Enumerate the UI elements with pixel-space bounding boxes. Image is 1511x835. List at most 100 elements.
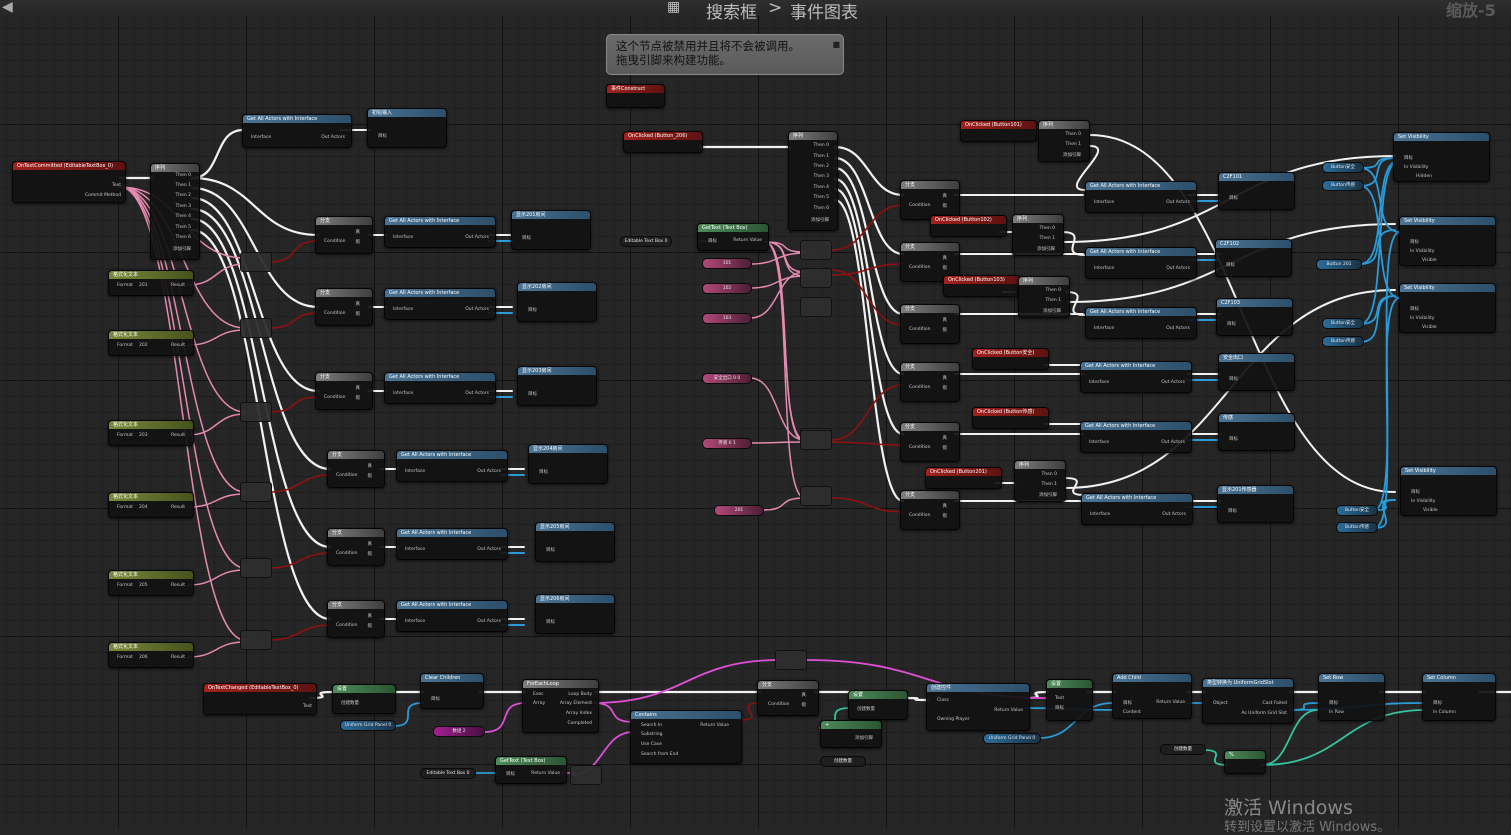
object-wire[interactable]: [1359, 159, 1401, 265]
reroute-node[interactable]: [800, 268, 832, 288]
bool-wire[interactable]: [831, 384, 904, 441]
node-pin[interactable]: Out Actors: [1162, 512, 1186, 517]
string-literal-102[interactable]: 102: [702, 283, 752, 294]
node-pin[interactable]: 目标: [708, 239, 717, 244]
exec-wire[interactable]: [190, 128, 245, 180]
node-pin[interactable]: In Column: [1433, 710, 1456, 715]
node-pin[interactable]: Then 1: [175, 183, 191, 188]
node-pin[interactable]: Loop Body: [568, 692, 592, 697]
reroute-node[interactable]: [240, 482, 272, 502]
node-pin[interactable]: Format: [117, 433, 133, 438]
node-pin[interactable]: Then 5: [813, 195, 829, 200]
node-pin[interactable]: 真: [942, 376, 948, 381]
uniform-grid-panel-variable[interactable]: Uniform Grid Panel 0: [340, 720, 396, 731]
node-pin[interactable]: 真: [942, 436, 948, 441]
node-pin[interactable]: 真: [801, 693, 807, 698]
node-pin[interactable]: Content: [1123, 710, 1141, 715]
node-pin[interactable]: 假: [355, 396, 361, 401]
set-variable-node[interactable]: 设置创建数量: [848, 690, 908, 720]
node-pin[interactable]: Return Value: [733, 238, 762, 243]
node-pin[interactable]: In Visibility: [1411, 499, 1436, 504]
node-pin[interactable]: Then 1: [1065, 142, 1081, 147]
button-safe-variable[interactable]: Button安全: [1336, 505, 1378, 516]
node-pin[interactable]: 201: [139, 283, 148, 288]
node-pin[interactable]: Out Actors: [465, 391, 489, 396]
node-pin[interactable]: 添加引脚: [855, 736, 873, 741]
node-pin[interactable]: Interface: [1089, 380, 1110, 385]
node-pin[interactable]: Then 4: [813, 185, 829, 190]
node-pin[interactable]: 添加引脚: [1037, 247, 1055, 252]
node-pin[interactable]: 添加引脚: [1039, 493, 1057, 498]
node-pin[interactable]: Then 0: [813, 143, 829, 148]
reroute-node[interactable]: [800, 430, 832, 450]
node-pin[interactable]: Completed: [567, 721, 592, 726]
node-pin[interactable]: Owning Player: [937, 717, 970, 722]
node-pin[interactable]: 真: [367, 542, 373, 547]
node-pin[interactable]: Out Actors: [477, 619, 501, 624]
bool-wire[interactable]: [269, 312, 319, 329]
node-pin[interactable]: 目标: [1411, 490, 1420, 495]
interface-call-node[interactable]: 传感目标: [1218, 413, 1295, 451]
exec-wire[interactable]: [1076, 145, 1099, 191]
uniform-grid-panel-variable[interactable]: Uniform Grid Panel 0: [983, 733, 1041, 744]
interface-call-node[interactable]: 显示204房间目标: [528, 444, 608, 484]
reroute-node[interactable]: [240, 558, 272, 578]
editable-text-box-variable[interactable]: Editable Text Box 0: [620, 236, 672, 247]
exec-wire[interactable]: [833, 177, 905, 376]
object-wire[interactable]: [1359, 167, 1401, 233]
bool-wire[interactable]: [269, 552, 331, 569]
node-pin[interactable]: Interface: [251, 135, 272, 140]
object-wire[interactable]: [392, 702, 424, 727]
set-variable-node[interactable]: 设置创建数量: [332, 684, 396, 714]
node-pin[interactable]: Then 4: [175, 214, 191, 219]
node-pin[interactable]: Format: [117, 505, 133, 510]
node-pin[interactable]: 假: [801, 703, 807, 708]
bool-wire[interactable]: [269, 474, 331, 493]
node-pin[interactable]: Return Value: [531, 771, 560, 776]
node-pin[interactable]: Interface: [1094, 326, 1115, 331]
node-pin[interactable]: Out Actors: [465, 307, 489, 312]
array-literal[interactable]: 数组 2: [433, 726, 485, 737]
node-pin[interactable]: 203: [139, 433, 148, 438]
string-literal-103[interactable]: 103: [702, 313, 752, 324]
node-pin[interactable]: Text: [302, 704, 312, 709]
node-pin[interactable]: 假: [355, 312, 361, 317]
node-pin[interactable]: 添加引脚: [811, 218, 829, 223]
reroute-node[interactable]: [240, 630, 272, 650]
exec-wire[interactable]: [833, 145, 905, 197]
node-pin[interactable]: Return Value: [994, 708, 1023, 713]
node-pin[interactable]: 目标: [539, 470, 548, 475]
string-wire[interactable]: [764, 241, 806, 273]
node-pin[interactable]: Visible: [1423, 508, 1438, 513]
interface-call-node[interactable]: 显示201房间目标: [511, 210, 591, 250]
exec-wire[interactable]: [190, 196, 320, 393]
bool-wire[interactable]: [269, 624, 331, 641]
node-pin[interactable]: Text: [111, 183, 121, 188]
node-pin[interactable]: 目标: [546, 620, 555, 625]
node-pin[interactable]: Format: [117, 655, 133, 660]
node-pin[interactable]: Result: [171, 343, 185, 348]
node-pin[interactable]: 添加引脚: [1043, 309, 1061, 314]
node-pin[interactable]: Interface: [1089, 440, 1110, 445]
exec-wire[interactable]: [308, 690, 335, 700]
node-pin[interactable]: 真: [942, 504, 948, 509]
back-arrow-icon[interactable]: ◀: [2, 0, 13, 15]
object-wire[interactable]: [1359, 229, 1396, 265]
